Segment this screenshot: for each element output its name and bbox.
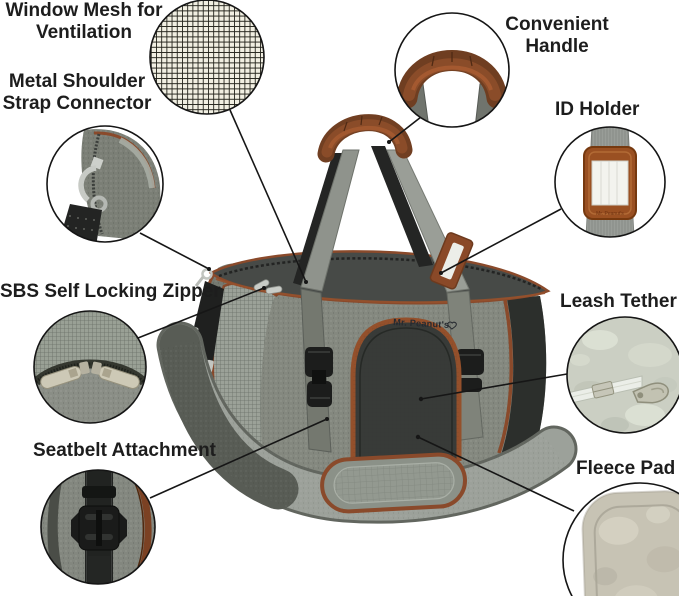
zipper-pulls-icon — [194, 268, 283, 295]
callout-label-seatbelt: Seatbelt Attachment — [33, 440, 216, 461]
callout-label-handle: Convenient Handle — [505, 14, 609, 57]
callout-line-handle — [388, 116, 422, 143]
callout-line-fleece — [417, 436, 575, 512]
callout-line-shoulder-connector — [139, 232, 210, 270]
callout-line-window-mesh — [229, 109, 307, 283]
fleece-pad-closeup-circle — [562, 482, 679, 596]
shoulder-strap-upper-right — [371, 146, 433, 267]
callout-line-dots — [207, 140, 443, 440]
callout-label-shoulder-connector: Metal Shoulder Strap Connector — [2, 71, 152, 114]
leash-clip-icon — [632, 382, 669, 404]
callout-label-leash-tether: Leash Tether — [560, 291, 677, 312]
carry-handle — [317, 114, 413, 163]
callout-line-seatbelt — [149, 418, 328, 499]
carry-strap-left — [300, 149, 360, 292]
seatbelt-buckle-right-icon — [456, 349, 484, 392]
leash-tether-closeup-circle — [566, 316, 679, 434]
seatbelt-closeup-circle — [40, 469, 156, 585]
pet-carrier-photo: Mr. Peanut's — [156, 114, 578, 524]
callout-label-id-holder: ID Holder — [555, 99, 640, 120]
id-tag-emboss-text: Mr. Peanut's — [596, 211, 624, 217]
callout-label-fleece-pad: Fleece Pad — [576, 458, 676, 479]
handle-closeup-circle — [394, 12, 510, 128]
callout-label-window-mesh: Window Mesh for Ventilation — [5, 0, 163, 43]
zipper-closeup-circle — [33, 310, 147, 424]
callout-lines — [137, 109, 575, 512]
window-mesh-closeup-circle — [149, 0, 265, 115]
brand-embroidery: Mr. Peanut's — [393, 317, 457, 330]
id-holder-closeup-circle: Mr. Peanut's — [554, 126, 666, 238]
bag-right-end — [497, 296, 547, 460]
brand-text: Mr. Peanut's — [393, 317, 450, 330]
seatbelt-buckle-left-icon — [305, 347, 333, 407]
shoulder-connector-closeup-circle — [46, 125, 164, 243]
callout-label-sbs-zipper: SBS Self Locking Zipper — [0, 281, 221, 302]
callout-line-id-holder — [440, 208, 562, 274]
brand-heart-logo — [447, 321, 457, 330]
callout-line-sbs-zipper — [137, 287, 265, 339]
bottom-fleece-mat — [320, 452, 467, 514]
front-door-arch — [350, 317, 462, 467]
callout-line-leash — [420, 373, 568, 400]
